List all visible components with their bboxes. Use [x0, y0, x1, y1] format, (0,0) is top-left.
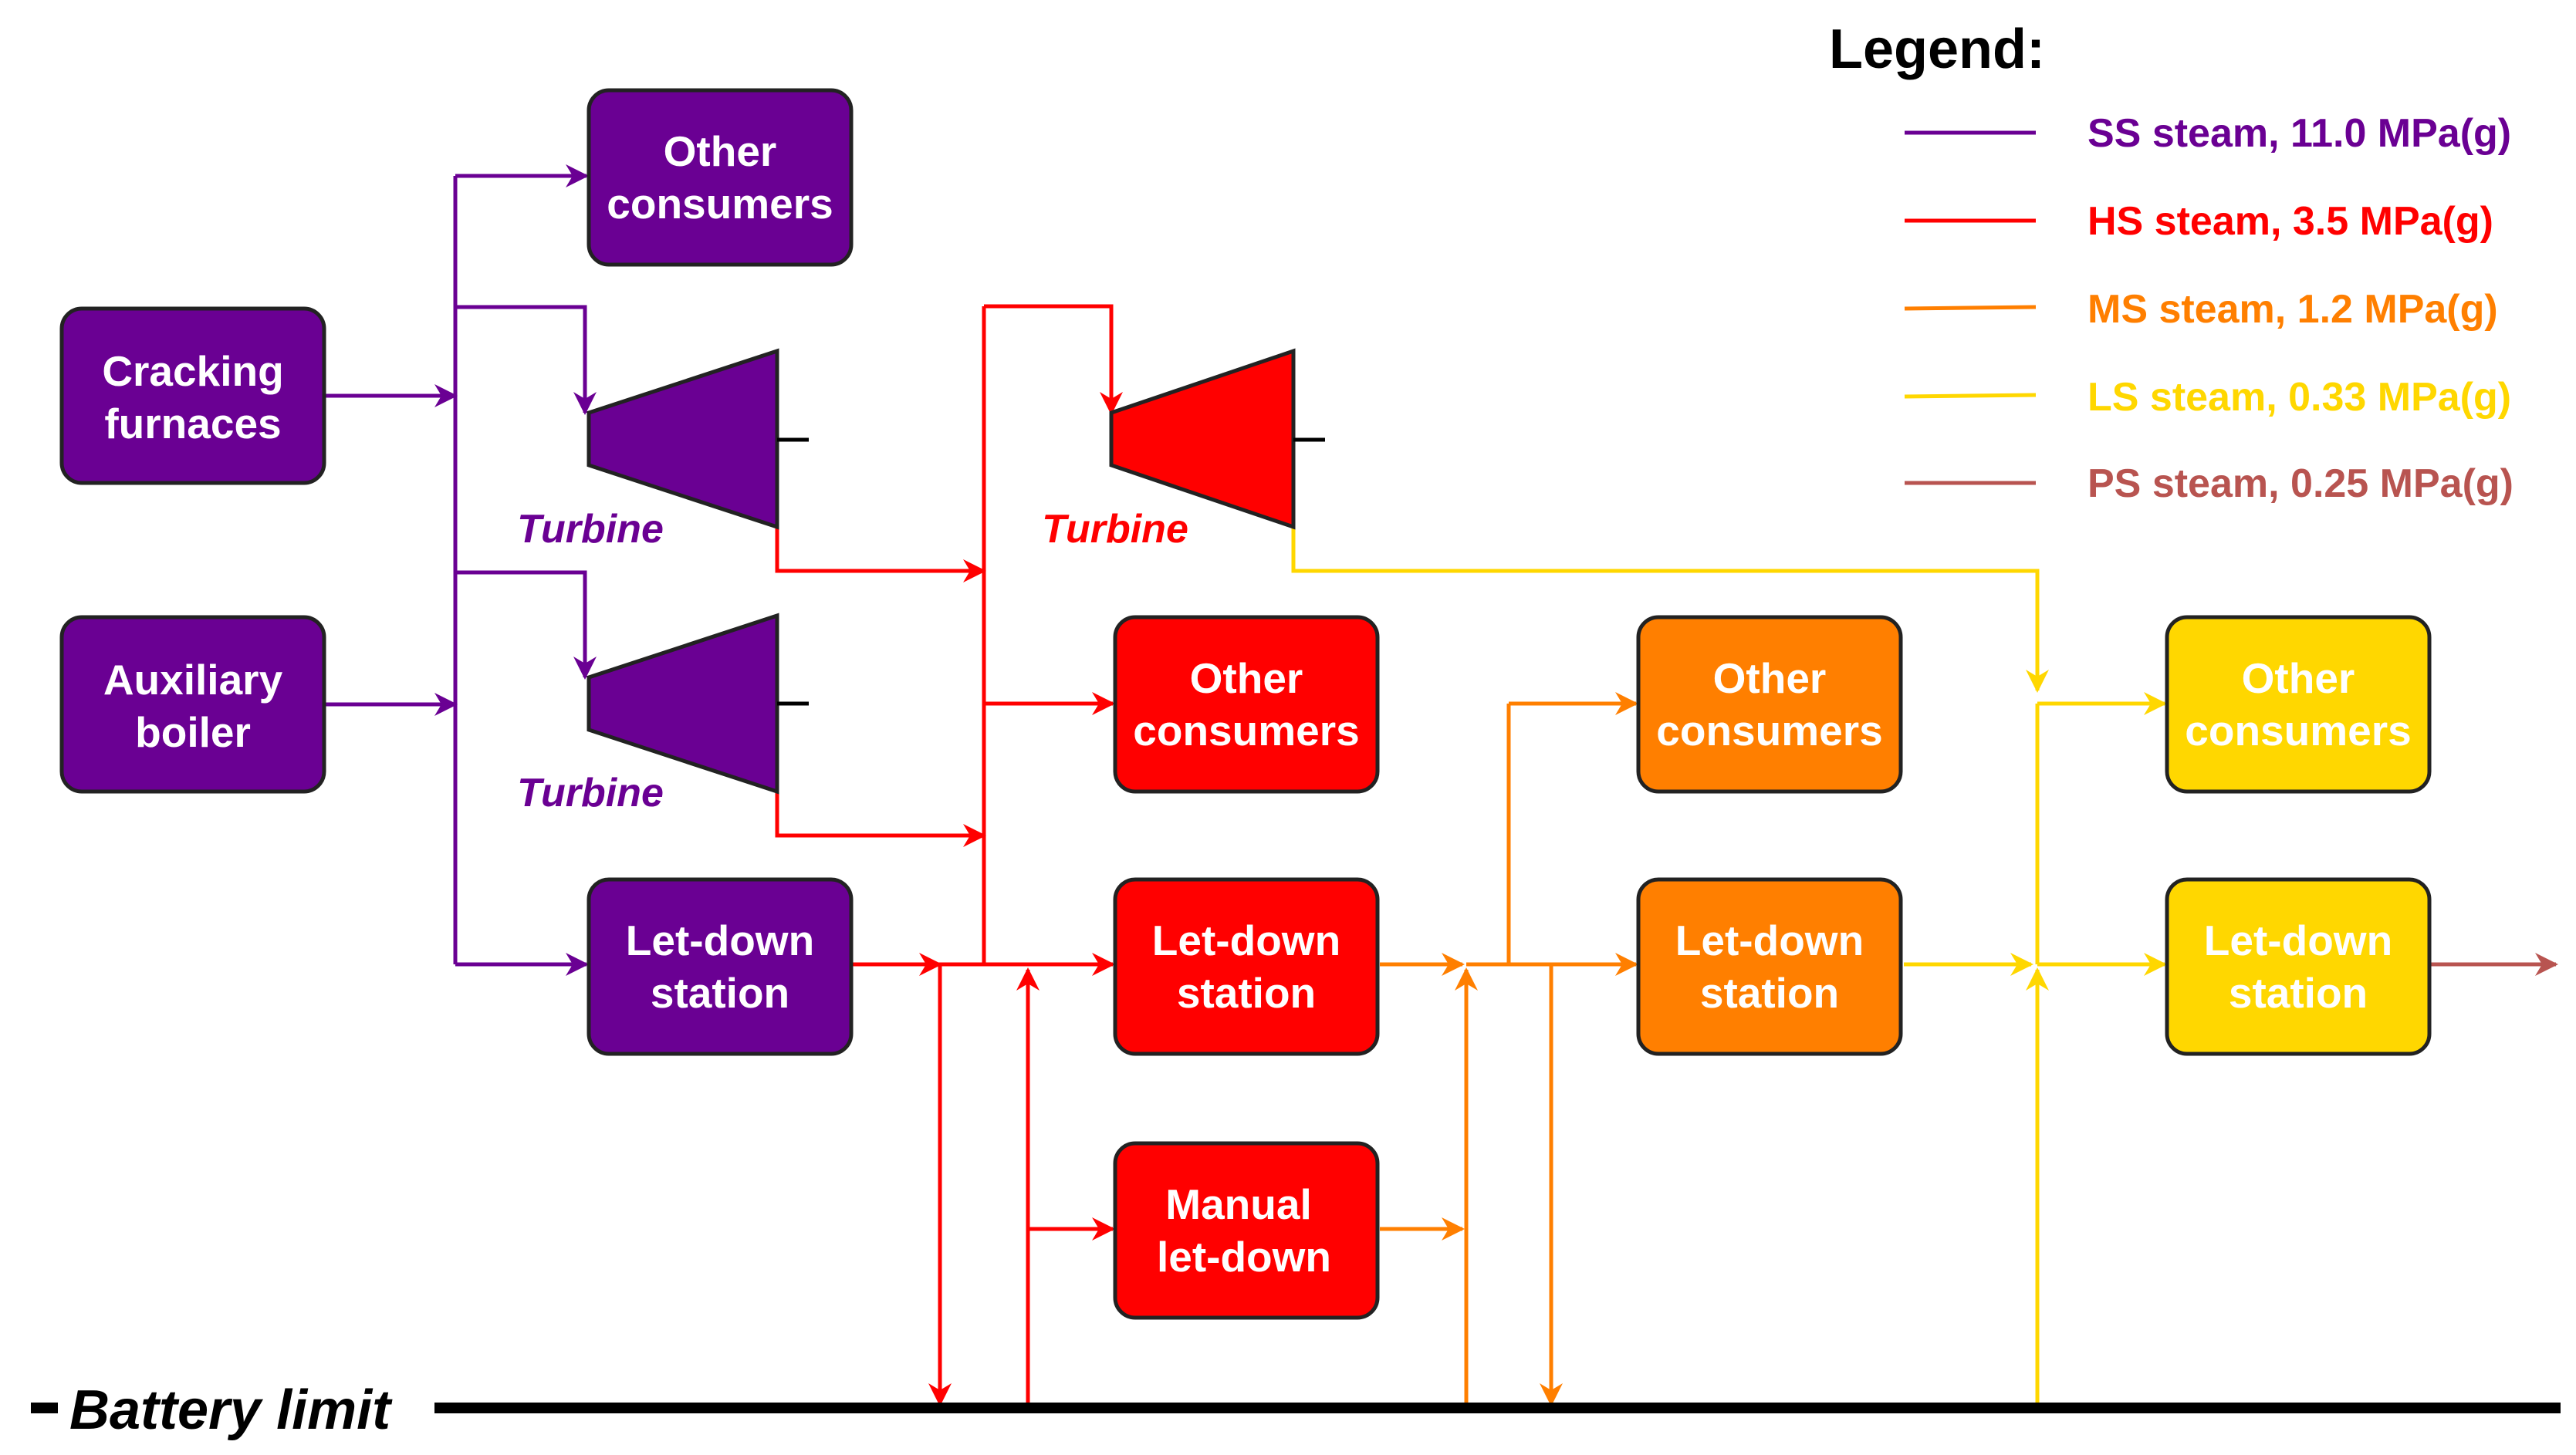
turbine-icon [587, 348, 779, 530]
hs-line-turbine-2-out [775, 791, 986, 847]
node-ls-letdown-station: Let-down station [2165, 877, 2432, 1056]
node-label-line2: station [1700, 969, 1839, 1017]
legend-label-ms: MS steam, 1.2 MPa(g) [2088, 287, 2498, 332]
node-ms-letdown-station: Let-down station [1636, 877, 1903, 1056]
node-label-line1: Cracking [102, 347, 283, 395]
turbine-label: Turbine [517, 771, 664, 815]
ms-steam-lines [1380, 692, 1638, 1406]
node-ss-other-consumers: Other consumers [587, 88, 854, 267]
hs-line-to-turbine [984, 304, 1123, 415]
node-label-line1: Auxiliary [103, 656, 283, 704]
node-label-line2: let-down [1157, 1233, 1331, 1281]
node-label-line1: Other [1713, 654, 1827, 702]
node-hs-letdown-station: Let-down station [1113, 877, 1380, 1056]
hs-steam-lines [775, 304, 1123, 1406]
node-ss-letdown-station: Let-down station [587, 877, 854, 1056]
node-label-line2: consumers [1133, 707, 1359, 755]
node-label-line1: Other [2242, 654, 2355, 702]
node-label-line1: Let-down [1152, 917, 1340, 964]
ss-turbine-2: Turbine [517, 613, 809, 815]
node-label-line1: Other [664, 127, 777, 175]
legend-label-ls: LS steam, 0.33 MPa(g) [2088, 375, 2511, 420]
legend: Legend: SS steam, 11.0 MPa(g) HS steam, … [1829, 19, 2513, 506]
legend-label-ps: PS steam, 0.25 MPa(g) [2088, 461, 2513, 506]
ss-steam-lines [324, 164, 597, 976]
ss-line-to-turbine-2 [455, 570, 597, 680]
node-label-line2: boiler [135, 708, 251, 756]
battery-limit-label: Battery limit [69, 1379, 393, 1441]
node-label-line1: Other [1190, 654, 1303, 702]
node-label-line2: furnaces [104, 400, 281, 447]
ss-turbine-1: Turbine [517, 348, 809, 552]
node-auxiliary-boiler: Auxiliary boiler [59, 615, 326, 794]
node-label-line2: station [651, 969, 789, 1017]
node-ms-other-consumers: Other consumers [1636, 615, 1903, 794]
turbine-icon [1109, 348, 1296, 530]
legend-label-ss: SS steam, 11.0 MPa(g) [2088, 111, 2511, 156]
ls-line-turbine-out [1291, 527, 2049, 693]
battery-limit: Battery limit [31, 1379, 2561, 1441]
turbine-label: Turbine [517, 507, 664, 552]
turbine-icon [587, 613, 779, 795]
ss-line-to-turbine-1 [455, 305, 597, 415]
legend-swatch-ls [1904, 393, 2037, 399]
node-label-line2: consumers [2185, 707, 2411, 755]
node-hs-other-consumers: Other consumers [1113, 615, 1380, 794]
legend-title: Legend: [1829, 19, 2045, 80]
node-hs-manual-letdown: Manual let-down [1113, 1141, 1380, 1320]
node-cracking-furnaces: Cracking furnaces [59, 306, 326, 485]
node-label-line1: Let-down [1675, 917, 1864, 964]
node-label-line2: station [1177, 969, 1316, 1017]
ls-steam-lines [1291, 527, 2167, 1406]
hs-turbine: Turbine [1042, 348, 1325, 552]
node-label-line1: Manual [1165, 1180, 1311, 1228]
node-label-line2: consumers [607, 180, 833, 228]
node-label-line1: Let-down [626, 917, 814, 964]
turbine-label: Turbine [1042, 507, 1188, 552]
node-label-line2: station [2229, 969, 2368, 1017]
legend-label-hs: HS steam, 3.5 MPa(g) [2088, 199, 2493, 244]
legend-swatch-ms [1904, 305, 2037, 311]
hs-line-turbine-1-out [775, 527, 986, 582]
node-ls-other-consumers: Other consumers [2165, 615, 2432, 794]
node-label-line2: consumers [1656, 707, 1882, 755]
node-label-line1: Let-down [2204, 917, 2392, 964]
